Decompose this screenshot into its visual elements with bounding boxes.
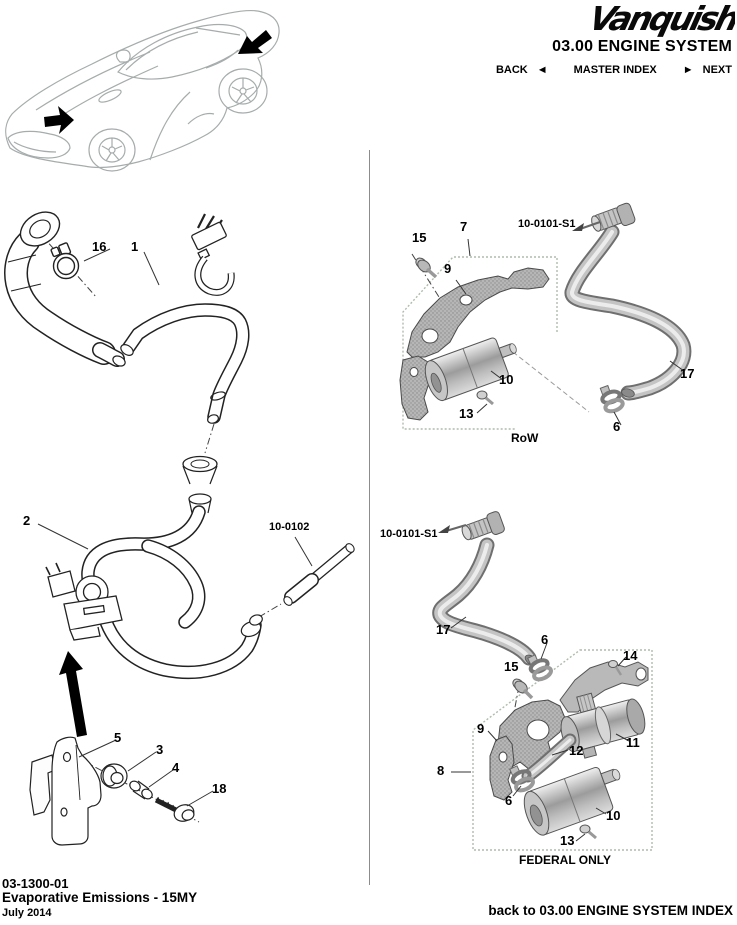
hose-17-federal xyxy=(432,511,538,666)
screw-18 xyxy=(154,796,195,822)
centerline-pipe xyxy=(258,603,282,618)
nav-next-arrow-icon: ► xyxy=(682,64,694,76)
retaining-clip-1 xyxy=(191,213,235,296)
federal-section xyxy=(432,511,653,851)
callout-4: 4 xyxy=(172,760,180,775)
callout-13-federal: 13 xyxy=(560,833,575,848)
part-ref-10-0101-s1-federal: 10-0101-S1 xyxy=(380,528,438,540)
callout-10-row: 10 xyxy=(499,372,514,387)
clamp-6-federal-lower xyxy=(509,765,535,793)
bracket-9-row xyxy=(399,267,550,421)
callout-18: 18 xyxy=(212,781,227,796)
callout-10-federal: 10 xyxy=(606,808,621,823)
leader-lines-left xyxy=(37,248,313,807)
callout-12: 12 xyxy=(569,743,584,758)
callout-17-federal: 17 xyxy=(436,622,451,637)
callout-15-federal: 15 xyxy=(504,659,519,674)
callout-6-row: 6 xyxy=(613,419,621,434)
hose-clamp-16 xyxy=(50,242,80,280)
leader-lines-row xyxy=(455,279,685,426)
doc-number: 03-1300-01 xyxy=(2,876,69,891)
part-ref-10-0102: 10-0102 xyxy=(269,521,310,533)
vanquish-logo-text: Vanquish xyxy=(585,0,735,38)
part-ref-10-0101-s1-row: 10-0101-S1 xyxy=(518,218,576,230)
canister-10-federal xyxy=(523,766,621,836)
callout-8: 8 xyxy=(437,763,445,778)
left-diagram xyxy=(4,211,355,846)
assembly-valve xyxy=(45,562,123,641)
hose-12 xyxy=(521,733,577,783)
hose-17-row xyxy=(564,202,692,401)
hose-fitting-federal xyxy=(461,511,505,541)
section-label-federal: FEDERAL ONLY xyxy=(519,853,612,867)
callout-14: 14 xyxy=(623,648,638,663)
row-box xyxy=(402,256,558,430)
bolt-15-federal xyxy=(512,678,534,700)
callout-9-row: 9 xyxy=(444,261,452,276)
upper-hose xyxy=(120,303,250,424)
car-location-arrows xyxy=(44,30,272,134)
elbow-hose xyxy=(4,211,126,367)
callout-3: 3 xyxy=(156,742,164,757)
pipe-10-0102 xyxy=(283,543,355,606)
nav-next-link[interactable]: NEXT xyxy=(702,64,732,76)
leader-lines-federal xyxy=(450,616,630,842)
canister-10-row xyxy=(424,337,517,402)
callout-9-federal: 9 xyxy=(477,721,485,736)
nav-master-index-link[interactable]: MASTER INDEX xyxy=(573,64,657,76)
header-nav: BACK ◄ MASTER INDEX ► NEXT xyxy=(496,64,732,76)
bracket-group xyxy=(29,736,195,846)
callout-11: 11 xyxy=(626,735,640,750)
locator-arrow xyxy=(59,651,87,737)
clamp-6-row xyxy=(599,384,625,414)
section-label-row: RoW xyxy=(511,431,539,445)
bolt-13-row xyxy=(476,390,494,406)
clamp-6-federal-upper xyxy=(527,654,553,682)
purge-hose-assembly-2 xyxy=(45,455,263,680)
bolt-13-federal xyxy=(579,824,597,840)
page-title: 03.00 ENGINE SYSTEM xyxy=(552,38,732,55)
nav-back-link[interactable]: BACK xyxy=(495,64,528,76)
back-to-index-link[interactable]: back to 03.00 ENGINE SYSTEM INDEX xyxy=(488,903,733,918)
callout-6-federal-lower: 6 xyxy=(505,793,513,808)
nav-back-arrow-icon: ◄ xyxy=(536,64,548,76)
callout-1: 1 xyxy=(131,239,139,254)
vanquish-logo: Vanquish xyxy=(505,0,735,40)
car-locator-illustration xyxy=(5,9,280,172)
callout-16: 16 xyxy=(92,239,107,254)
doc-date: July 2014 xyxy=(2,907,52,919)
screw-14 xyxy=(608,660,623,676)
callout-7: 7 xyxy=(460,219,468,234)
callout-13-row: 13 xyxy=(459,406,474,421)
callout-17-row: 17 xyxy=(680,366,695,381)
doc-title: Evaporative Emissions - 15MY xyxy=(2,890,198,905)
callout-2: 2 xyxy=(23,513,31,528)
centerline-funnel xyxy=(204,423,215,454)
callout-6-federal-upper: 6 xyxy=(541,632,549,647)
spacer-4 xyxy=(129,780,141,792)
federal-box xyxy=(472,649,653,851)
callout-5: 5 xyxy=(114,730,122,745)
bolt-15-row xyxy=(415,257,438,279)
callout-15-row: 15 xyxy=(412,230,427,245)
row-section xyxy=(399,202,692,430)
